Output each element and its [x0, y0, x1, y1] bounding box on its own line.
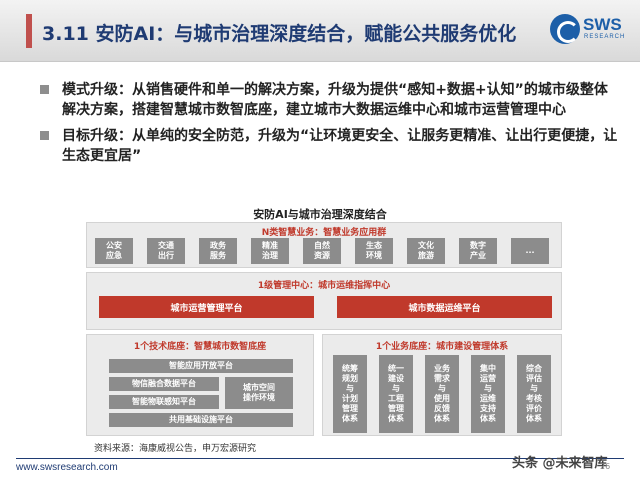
system-column: 统筹规划与计划管理体系: [333, 355, 367, 433]
open-platform: 智能应用开放平台: [109, 359, 293, 373]
business-item: 自然资源: [303, 238, 341, 264]
panel-heading: 1级管理中心：城市运维指挥中心: [257, 281, 391, 291]
infra-platform: 共用基础设施平台: [109, 413, 293, 427]
panel-heading: 1个技术底座：智慧城市数智底座: [133, 342, 267, 352]
square-bullet-icon: [40, 85, 49, 94]
bullet-text: 模式升级：从销售硬件和单一的解决方案，升级为提供“感知+数据+认知”的城市级整体…: [62, 82, 608, 118]
operations-center-panel: 1级管理中心：城市运维指挥中心 城市运营管理平台 城市数据运维平台: [86, 272, 562, 330]
source-note: 资料来源：海康威视公告，申万宏源研究: [94, 444, 257, 454]
business-item: ...: [511, 238, 549, 264]
bullet-list: 模式升级：从销售硬件和单一的解决方案，升级为提供“感知+数据+认知”的城市级整体…: [40, 80, 620, 172]
business-item: 文化旅游: [407, 238, 445, 264]
iot-platform: 智能物联感知平台: [109, 395, 219, 409]
square-bullet-icon: [40, 131, 49, 140]
title-accent-bar: [26, 14, 32, 48]
data-platform: 物信融合数据平台: [109, 377, 219, 391]
slide-title: 3.11 安防AI：与城市治理深度结合，赋能公共服务优化: [42, 23, 517, 45]
business-item: 政务服务: [199, 238, 237, 264]
city-data-platform: 城市数据运维平台: [337, 296, 552, 318]
business-item: 公安应急: [95, 238, 133, 264]
panel-heading: 1个业务底座：城市建设管理体系: [375, 342, 509, 352]
diagram-title: 安防AI与城市治理深度结合: [253, 208, 387, 221]
page-number: 26: [600, 462, 611, 471]
footer-divider: [16, 458, 624, 459]
system-column: 业务需求与使用反馈体系: [425, 355, 459, 433]
panel-heading: N类智慧业务：智慧业务应用群: [261, 228, 387, 238]
bullet-item: 目标升级：从单纯的安全防范，升级为“让环境更安全、让服务更精准、让出行更便捷，让…: [40, 126, 620, 166]
bullet-item: 模式升级：从销售硬件和单一的解决方案，升级为提供“感知+数据+认知”的城市级整体…: [40, 80, 620, 120]
logo-text: SWS: [583, 15, 622, 34]
smart-business-panel: N类智慧业务：智慧业务应用群 公安应急 交通出行 政务服务 精准治理 自然资源 …: [86, 222, 562, 268]
business-item: 精准治理: [251, 238, 289, 264]
architecture-diagram: N类智慧业务：智慧业务应用群 公安应急 交通出行 政务服务 精准治理 自然资源 …: [86, 222, 562, 436]
tech-base-panel: 1个技术底座：智慧城市数智底座 智能应用开放平台 物信融合数据平台 智能物联感知…: [86, 334, 314, 436]
sws-logo: SWS RESEARCH: [550, 12, 634, 52]
logo-circle-icon: [550, 14, 580, 44]
footer-url[interactable]: www.swsresearch.com: [16, 462, 118, 473]
business-item: 交通出行: [147, 238, 185, 264]
bullet-text: 目标升级：从单纯的安全防范，升级为“让环境更安全、让服务更精准、让出行更便捷，让…: [62, 128, 618, 164]
watermark: 头条 @未来智库: [512, 456, 608, 471]
slide-header: 3.11 安防AI：与城市治理深度结合，赋能公共服务优化 SWS RESEARC…: [0, 0, 640, 62]
system-column: 综合评估与考核评价体系: [517, 355, 551, 433]
system-column: 统一建设与工程管理体系: [379, 355, 413, 433]
system-column: 集中运营与运维支持体系: [471, 355, 505, 433]
logo-subtext: RESEARCH: [584, 34, 626, 40]
space-environment: 城市空间操作环境: [225, 377, 293, 409]
business-item: 数字产业: [459, 238, 497, 264]
city-operation-platform: 城市运营管理平台: [99, 296, 314, 318]
business-base-panel: 1个业务底座：城市建设管理体系 统筹规划与计划管理体系 统一建设与工程管理体系 …: [322, 334, 562, 436]
business-item: 生态环境: [355, 238, 393, 264]
